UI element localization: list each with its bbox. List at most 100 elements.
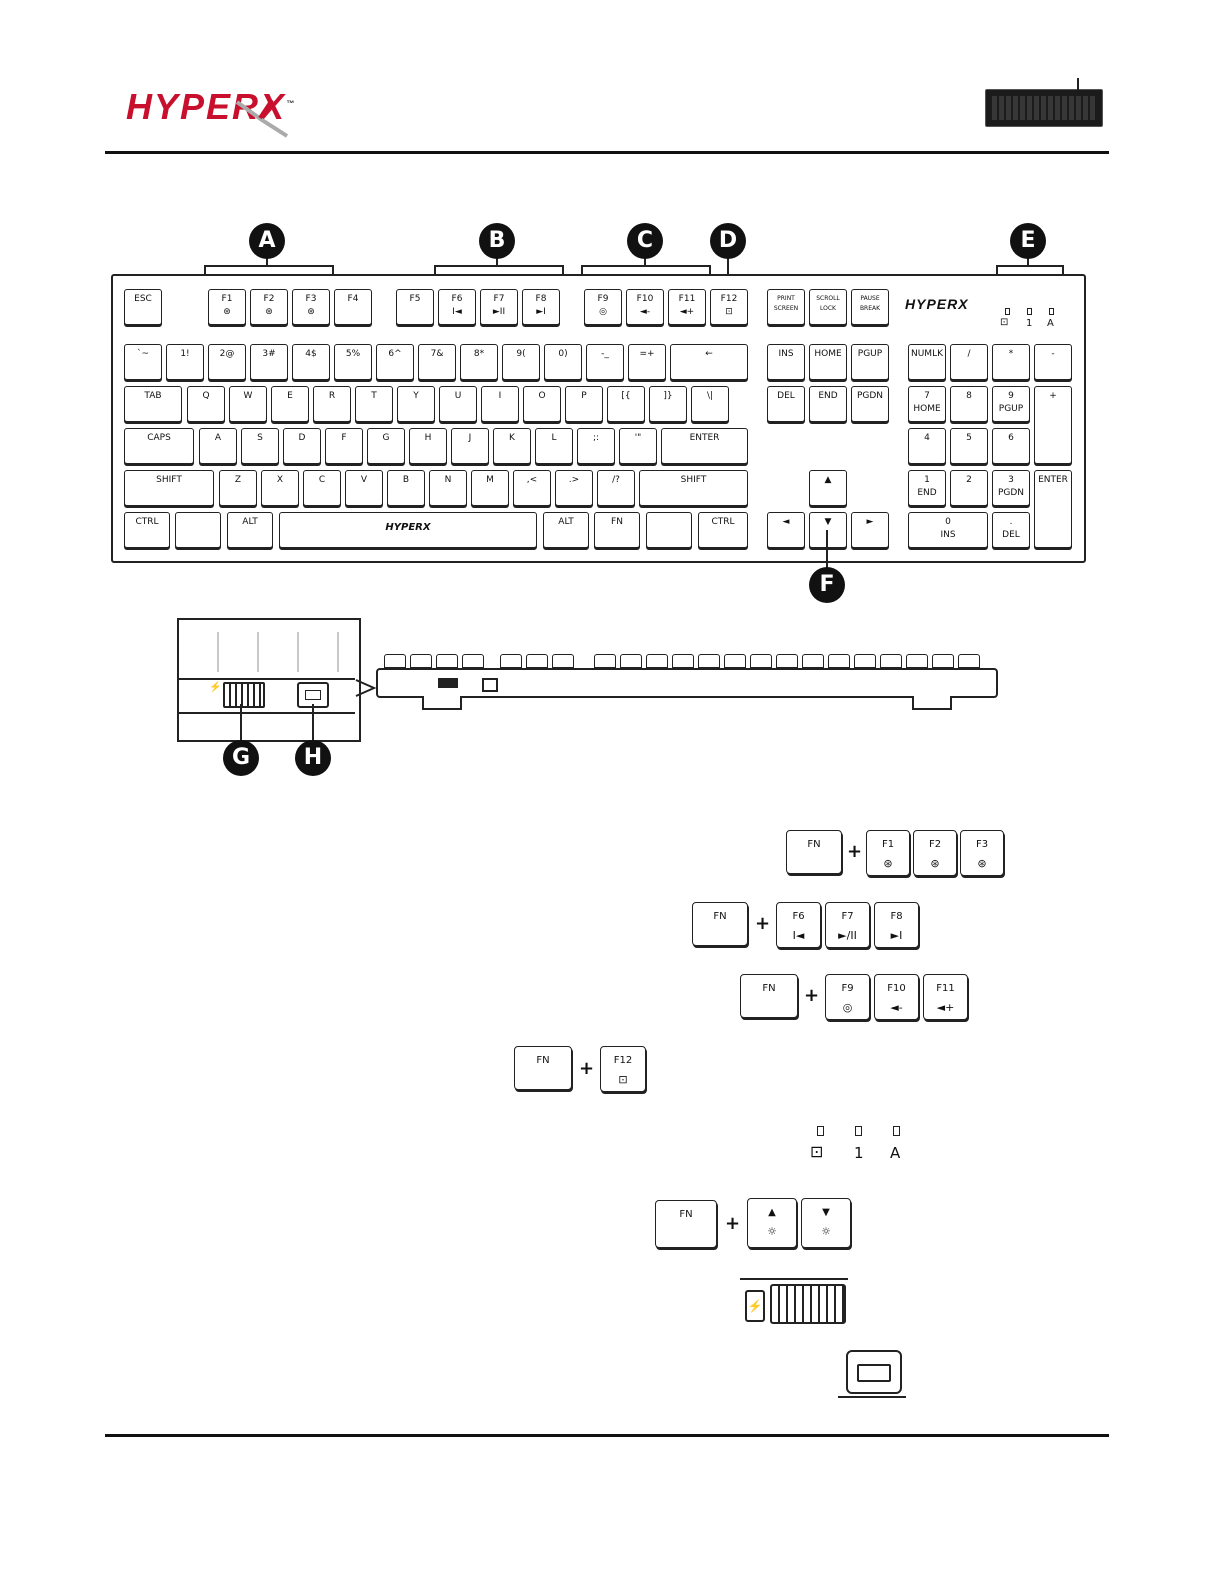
board-hyperx-logo: HYPERX [905,296,969,312]
side-keycap [750,654,772,668]
callout-e: E [1010,223,1046,259]
combo-up-arrow-key: ▲☼ [747,1198,797,1248]
side-keycap [384,654,406,668]
key-row1-12: =+ [628,344,666,380]
header-rule [105,151,1109,154]
rear-foot [912,696,952,710]
combo-down-arrow-key: ▼☼ [801,1198,851,1248]
key-rctrl: CTRL [698,512,748,548]
key-rshift: SHIFT [639,470,748,506]
key-left: ◄ [767,512,805,548]
combo-f12-key: F12⊡ [600,1046,646,1092]
key-f9: F9◎ [584,289,622,325]
key-row2-2: E [271,386,309,422]
key-row4-7: ,< [513,470,551,506]
key-num2: 2 [950,470,988,506]
keyboard-product-photo [985,89,1103,127]
callout-g: G [223,740,259,776]
key-f3: F3⊛ [292,289,330,325]
combo-fn-key-brightness: FN [655,1200,717,1248]
combo-plus: + [755,913,771,934]
bracket-a [204,265,334,279]
key-row3-5: H [409,428,447,464]
bracket-c [581,265,711,279]
key-row3-3: F [325,428,363,464]
side-keycap [828,654,850,668]
key-f1: F1⊛ [208,289,246,325]
key-row2-5: Y [397,386,435,422]
key-row2-1: W [229,386,267,422]
side-keycap [958,654,980,668]
usb-passthrough-port [223,682,265,708]
key-row1-10: 0) [544,344,582,380]
key-menu [646,512,692,548]
combo-f11-key: F11◄+ [923,974,968,1020]
legend-mini-usb-port [846,1350,902,1394]
key-row1-7: 7& [418,344,456,380]
key-row2-8: O [523,386,561,422]
legend-game-mode-icon: ⊡ [810,1142,824,1161]
hyperx-logo: HYPERX™ [126,86,297,127]
combo-f2-key: F2⊛ [913,830,957,876]
combo-plus: + [847,841,863,862]
key-backspace: ← [670,344,748,380]
key-space: HYPERX [279,512,537,548]
combo-fn-key-gamemode: FN [514,1046,572,1090]
key-row2-7: I [481,386,519,422]
key-num-dot: .DEL [992,512,1030,548]
key-pause-break: PAUSE BREAK [851,289,889,325]
key-fn: FN [594,512,640,548]
side-keycap [854,654,876,668]
side-keycap [462,654,484,668]
key-win [175,512,221,548]
key-num-plus: + [1034,386,1072,464]
combo-f7-key: F7►/II [825,902,870,948]
key-row4-9: /? [597,470,635,506]
key-caps: CAPS [124,428,194,464]
key-num-enter: ENTER [1034,470,1072,548]
footer-rule [105,1434,1109,1437]
key-row2-10: [{ [607,386,645,422]
key-f2: F2⊛ [250,289,288,325]
key-row1-11: -_ [586,344,624,380]
key-row3-1: S [241,428,279,464]
key-ins: INS [767,344,805,380]
key-row2-6: U [439,386,477,422]
key-row1-9: 9( [502,344,540,380]
phone-charge-icon: ⚡ [745,1290,765,1322]
key-num-minus: - [1034,344,1072,380]
combo-f1-key: F1⊛ [866,830,910,876]
key-row1-5: 5% [334,344,372,380]
led-label-1: 1 [1026,318,1033,329]
key-f10: F10◄- [626,289,664,325]
key-f8: F8►I [522,289,560,325]
combo-f10-key: F10◄- [874,974,919,1020]
callout-h: H [295,740,331,776]
side-keycap [724,654,746,668]
key-num-star: * [992,344,1030,380]
key-f11: F11◄+ [668,289,706,325]
key-row4-6: M [471,470,509,506]
side-keycap [410,654,432,668]
callout-c: C [627,223,663,259]
key-f5: F5 [396,289,434,325]
key-row1-4: 4$ [292,344,330,380]
legend-led-num [855,1126,862,1136]
key-enter: ENTER [661,428,748,464]
legend-led-caps [893,1126,900,1136]
side-keycap [646,654,668,668]
key-esc: ESC [124,289,162,325]
stem-f [826,530,828,570]
led-num-lock [1027,308,1032,315]
key-num6: 6 [992,428,1030,464]
key-row1-8: 8* [460,344,498,380]
key-end: END [809,386,847,422]
key-up: ▲ [809,470,847,506]
key-num-slash: / [950,344,988,380]
stem-d [727,256,729,284]
key-row4-8: .> [555,470,593,506]
